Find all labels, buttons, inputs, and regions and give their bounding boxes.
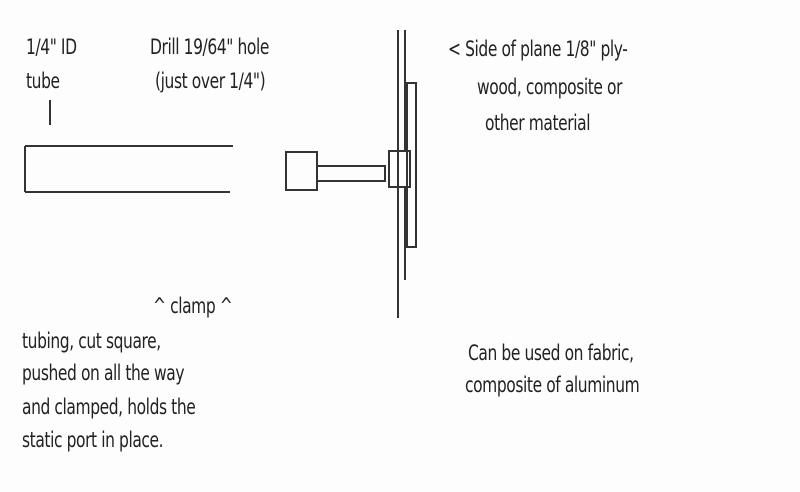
- tube-label: 1/4" ID: [26, 35, 77, 59]
- tube-label: tube: [26, 69, 60, 93]
- drill-label: (just over 1/4"): [155, 69, 266, 93]
- tubing-note: tubing, cut square,: [22, 329, 161, 353]
- tubing-note: and clamped, holds the: [22, 395, 196, 419]
- side-label: other material: [485, 111, 591, 135]
- tubing: [24, 145, 233, 193]
- doubler-plate: [406, 82, 417, 248]
- tubing-note: pushed on all the way: [22, 361, 185, 385]
- tubing-note: static port in place.: [22, 428, 164, 452]
- clamp-label: ^ clamp ^: [153, 294, 233, 318]
- usage-note: composite of aluminum: [465, 373, 640, 397]
- usage-note: Can be used on fabric,: [468, 341, 634, 365]
- side-label: wood, composite or: [477, 75, 623, 99]
- static-port-flange: [388, 150, 411, 188]
- drill-label: Drill 19/64" hole: [150, 35, 269, 59]
- static-port-tube: [316, 165, 386, 182]
- plane-side-wall: [397, 30, 406, 318]
- side-label: < Side of plane 1/8" ply-: [448, 37, 628, 61]
- static-port-head: [285, 151, 318, 191]
